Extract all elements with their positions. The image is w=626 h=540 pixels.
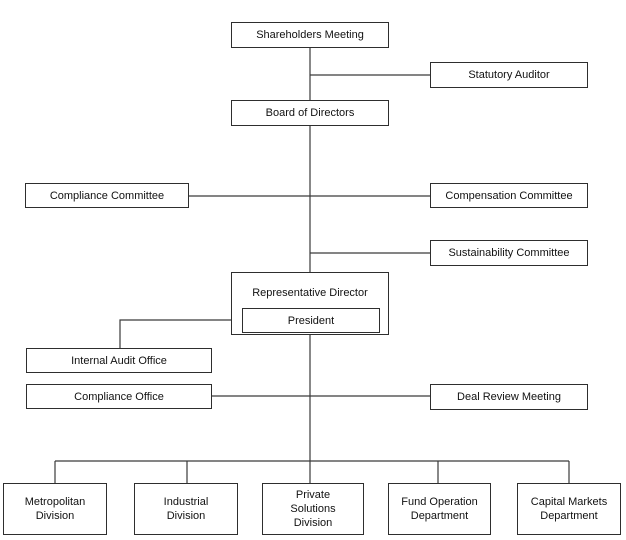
compensation-committee-label: Compensation Committee (445, 189, 573, 202)
division-box-fund-operation: Fund Operation Department (388, 483, 491, 535)
board-of-directors-box: Board of Directors (231, 100, 389, 126)
division-label: Capital Markets Department (530, 496, 608, 522)
compliance-office-box: Compliance Office (26, 384, 212, 409)
division-label: Private Solutions Division (290, 489, 336, 529)
compliance-committee-label: Compliance Committee (49, 189, 165, 202)
statutory-auditor-label: Statutory Auditor (468, 69, 550, 81)
president-label: President (287, 314, 335, 327)
sustainability-committee-label: Sustainability Committee (448, 247, 570, 259)
deal-review-meeting-box: Deal Review Meeting (430, 384, 588, 410)
division-box-metropolitan: Metropolitan Division (3, 483, 107, 535)
division-box-industrial: Industrial Division (134, 483, 238, 535)
deal-review-meeting-label: Deal Review Meeting (457, 391, 561, 403)
representative-director-label: Representative Director (252, 287, 368, 299)
division-label: Fund Operation Department (401, 496, 478, 522)
statutory-auditor-box: Statutory Auditor (430, 62, 588, 88)
shareholders-meeting-label: Shareholders Meeting (256, 29, 364, 41)
sustainability-committee-box: Sustainability Committee (430, 240, 588, 266)
compliance-office-label: Compliance Office (74, 390, 164, 403)
division-box-private-solutions: Private Solutions Division (262, 483, 364, 535)
shareholders-meeting-box: Shareholders Meeting (231, 22, 389, 48)
president-box: President (242, 308, 380, 333)
division-label: Metropolitan Division (24, 496, 86, 522)
division-box-capital-markets: Capital Markets Department (517, 483, 621, 535)
board-of-directors-label: Board of Directors (265, 107, 355, 119)
division-label: Industrial Division (163, 496, 209, 522)
internal-audit-office-label: Internal Audit Office (71, 354, 167, 367)
compliance-committee-box: Compliance Committee (25, 183, 189, 208)
internal-audit-office-box: Internal Audit Office (26, 348, 212, 373)
compensation-committee-box: Compensation Committee (430, 183, 588, 208)
